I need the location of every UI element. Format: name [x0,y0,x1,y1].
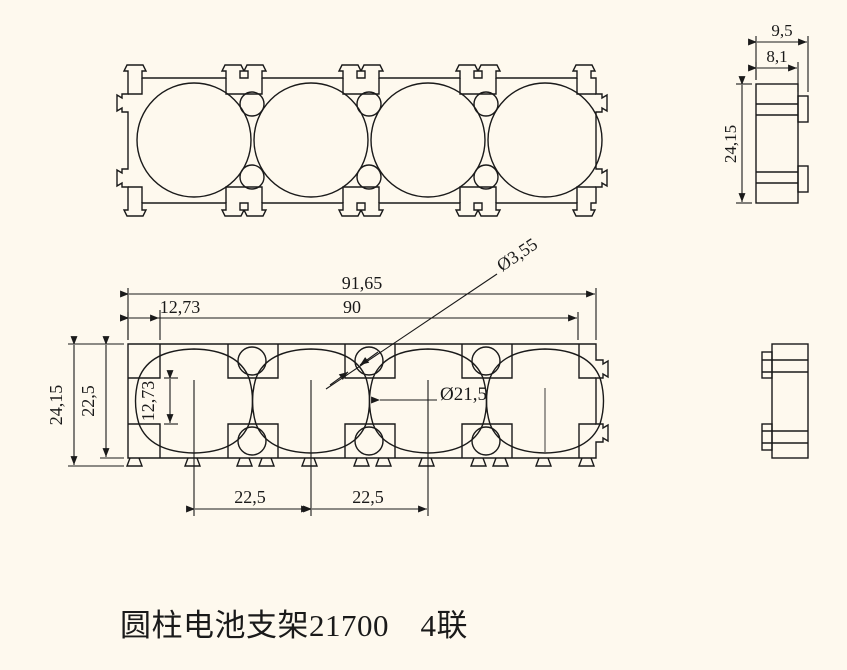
rsv-upper-tab-top [797,95,809,123]
front-view-web-2b [368,377,374,425]
front-view-rib-t-1 [128,344,161,379]
rsv-lower-tab-bottom [761,423,773,451]
rsv-lower-tab-top [761,351,773,379]
dim-end-offset [120,310,161,340]
top-view-small-hole-1 [239,91,265,117]
front-view-foot-7 [417,457,436,467]
front-view-small-hole-b-2 [354,426,384,456]
dim-label-vertical-offset: 12,73 [138,381,158,422]
front-view-small-hole-t-1 [237,346,267,376]
top-view-pocket-bot-3 [342,186,380,203]
front-view-rib-b-3 [344,423,396,458]
front-view-geometry [125,343,609,467]
dim-side-height [736,76,752,204]
rsv-upper-tab-bottom [797,165,809,193]
rsv-lower-body [771,343,809,459]
top-view-pocket-bot-1 [128,186,143,203]
top-view-pocket-bot-4 [459,186,497,203]
top-view-pocket-top-3 [342,78,380,95]
dim-label-pitch-2: 22,5 [352,487,384,507]
front-view-foot-9 [491,457,510,467]
front-view-rib-t-2 [227,344,279,379]
dim-label-overall-length: 91,65 [342,273,383,293]
front-view-foot-11 [125,457,144,467]
top-view-small-hole-3 [356,91,382,117]
leader-hole-small [325,273,498,390]
front-view-small-hole-t-2 [354,346,384,376]
dim-label-overall-height: 24,15 [46,385,66,426]
front-view-foot-5 [352,457,371,467]
front-view-foot-8 [469,457,488,467]
right-side-view-lower-geometry [761,343,809,459]
rsv-upper-body [755,83,799,204]
top-view-pocket-top-4 [459,78,497,95]
dim-side-width-inner [748,62,799,92]
dim-label-hole-small: Ø3,55 [493,234,541,275]
front-view-cell-arc-top-1 [138,348,250,379]
top-view-pocket-top-1 [128,78,143,95]
front-view-foot-12 [577,457,596,467]
front-view-cell-side-l [134,377,140,425]
dim-label-end-offset: 12,73 [160,297,201,317]
top-view-small-hole-5 [473,91,499,117]
front-view-foot-2 [235,457,254,467]
top-view-small-hole-6 [473,164,499,190]
front-view-rib-t-4 [461,344,513,379]
top-view-bore-1 [136,82,252,198]
top-view-outline [116,64,608,217]
front-view-web-1b [251,377,257,425]
dim-label-side-width-inner: 8,1 [766,47,787,66]
top-view-pocket-bot-5 [576,186,596,203]
front-view-foot-3 [257,457,276,467]
dim-label-pitch-total: 90 [343,297,361,317]
right-side-view-upper-geometry [755,83,809,204]
front-view-rib-b-4 [461,423,513,458]
front-view-rib-b-1 [128,423,161,458]
top-view-bore-4 [487,82,603,198]
dim-vertical-offset [164,370,178,425]
dim-label-hole-large: Ø21,5 [440,384,487,405]
drawing-title: 圆柱电池支架21700 4联 [120,608,468,643]
top-view-pocket-bot-2 [225,186,263,203]
front-view-rib-b-2 [227,423,279,458]
front-view-foot-10 [534,457,553,467]
dim-label-side-height: 24,15 [721,125,740,163]
top-view-bore-3 [370,82,486,198]
dim-label-side-width-outer: 9,5 [771,21,792,40]
front-view-foot-6 [374,457,393,467]
dim-label-pitch-1: 22,5 [234,487,266,507]
front-view-small-hole-t-3 [471,346,501,376]
top-view-small-hole-4 [356,164,382,190]
front-view-web-3b [485,377,491,425]
dim-label-inner-height: 22,5 [78,385,98,417]
front-view-cell-side-r [599,377,605,425]
top-view-pocket-top-2 [225,78,263,95]
front-view-cell-arc-top-3 [372,348,484,379]
dim-inner-height [100,336,124,459]
front-view-foot-1 [183,457,202,467]
top-view-geometry [116,64,608,217]
front-view-cell-arc-top-4 [489,348,601,379]
center-marks [193,388,546,452]
front-view-small-hole-b-1 [237,426,267,456]
top-view-small-hole-2 [239,164,265,190]
front-view-small-hole-b-3 [471,426,501,456]
top-view-bore-2 [253,82,369,198]
top-view-pocket-top-5 [576,78,596,95]
front-view-rib-t-3 [344,344,396,379]
front-view-foot-4 [300,457,319,467]
